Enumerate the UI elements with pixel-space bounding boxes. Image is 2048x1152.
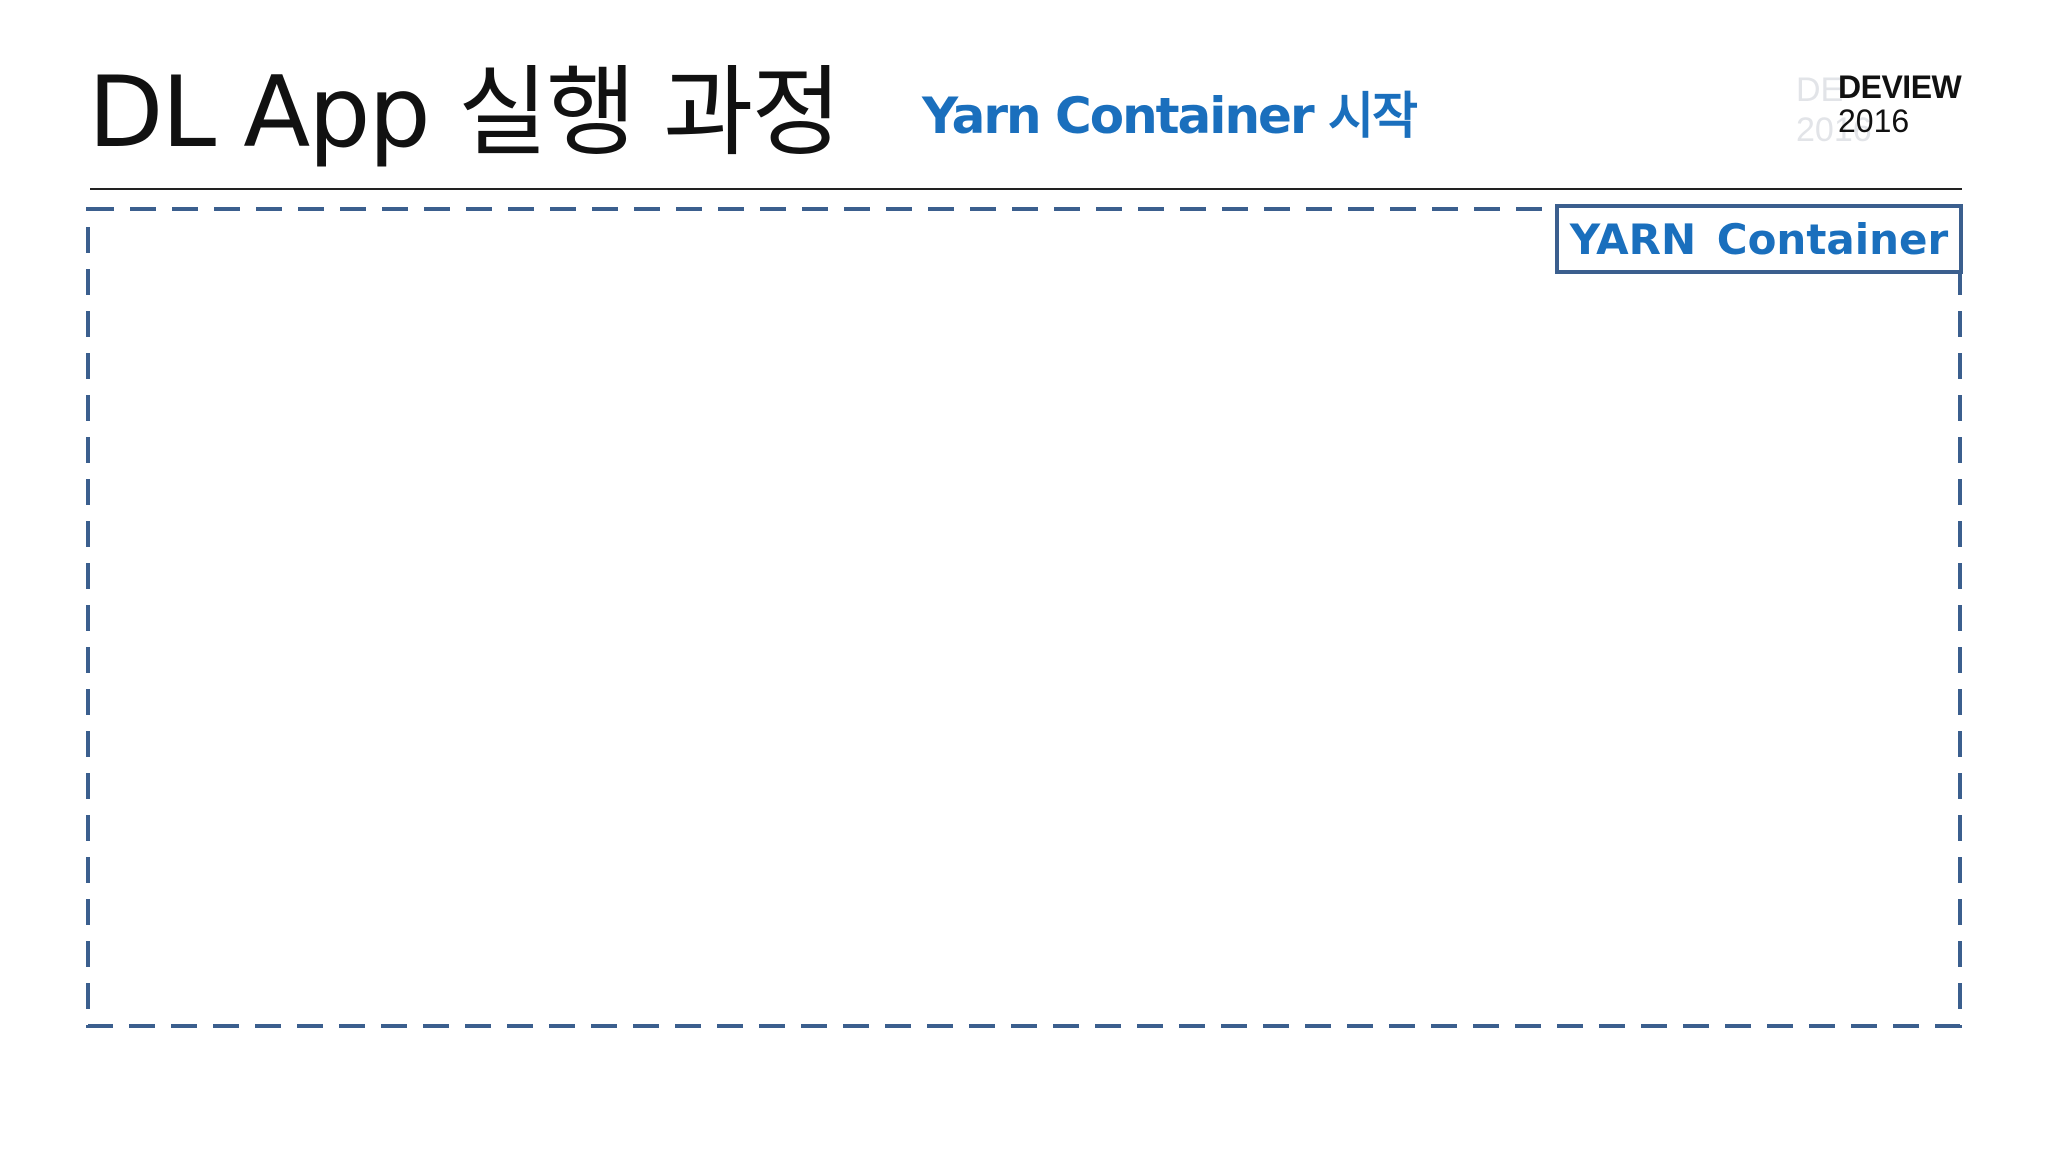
logo-name: DEVIEW [1838,69,1962,105]
logo-ghost-text: DE 2016 [1796,70,1872,150]
logo-main-text: DEVIEW 2016 [1838,69,1962,139]
title-divider [90,188,1962,190]
yarn-container-tag: YARN Container [1555,204,1963,274]
logo-ghost-year: 2016 [1796,111,1872,149]
slide-title: DL App 실행 과정 [88,56,842,170]
logo-ghost-name: DE [1796,71,1844,109]
slide-subtitle: Yarn Container 시작 [922,87,1418,145]
yarn-container-label: YARN Container [1569,214,1949,264]
logo-year: 2016 [1838,103,1910,139]
yarn-container-boundary [86,207,1962,1028]
deview-logo: DE 2016 DEVIEW 2016 [1796,70,1966,160]
